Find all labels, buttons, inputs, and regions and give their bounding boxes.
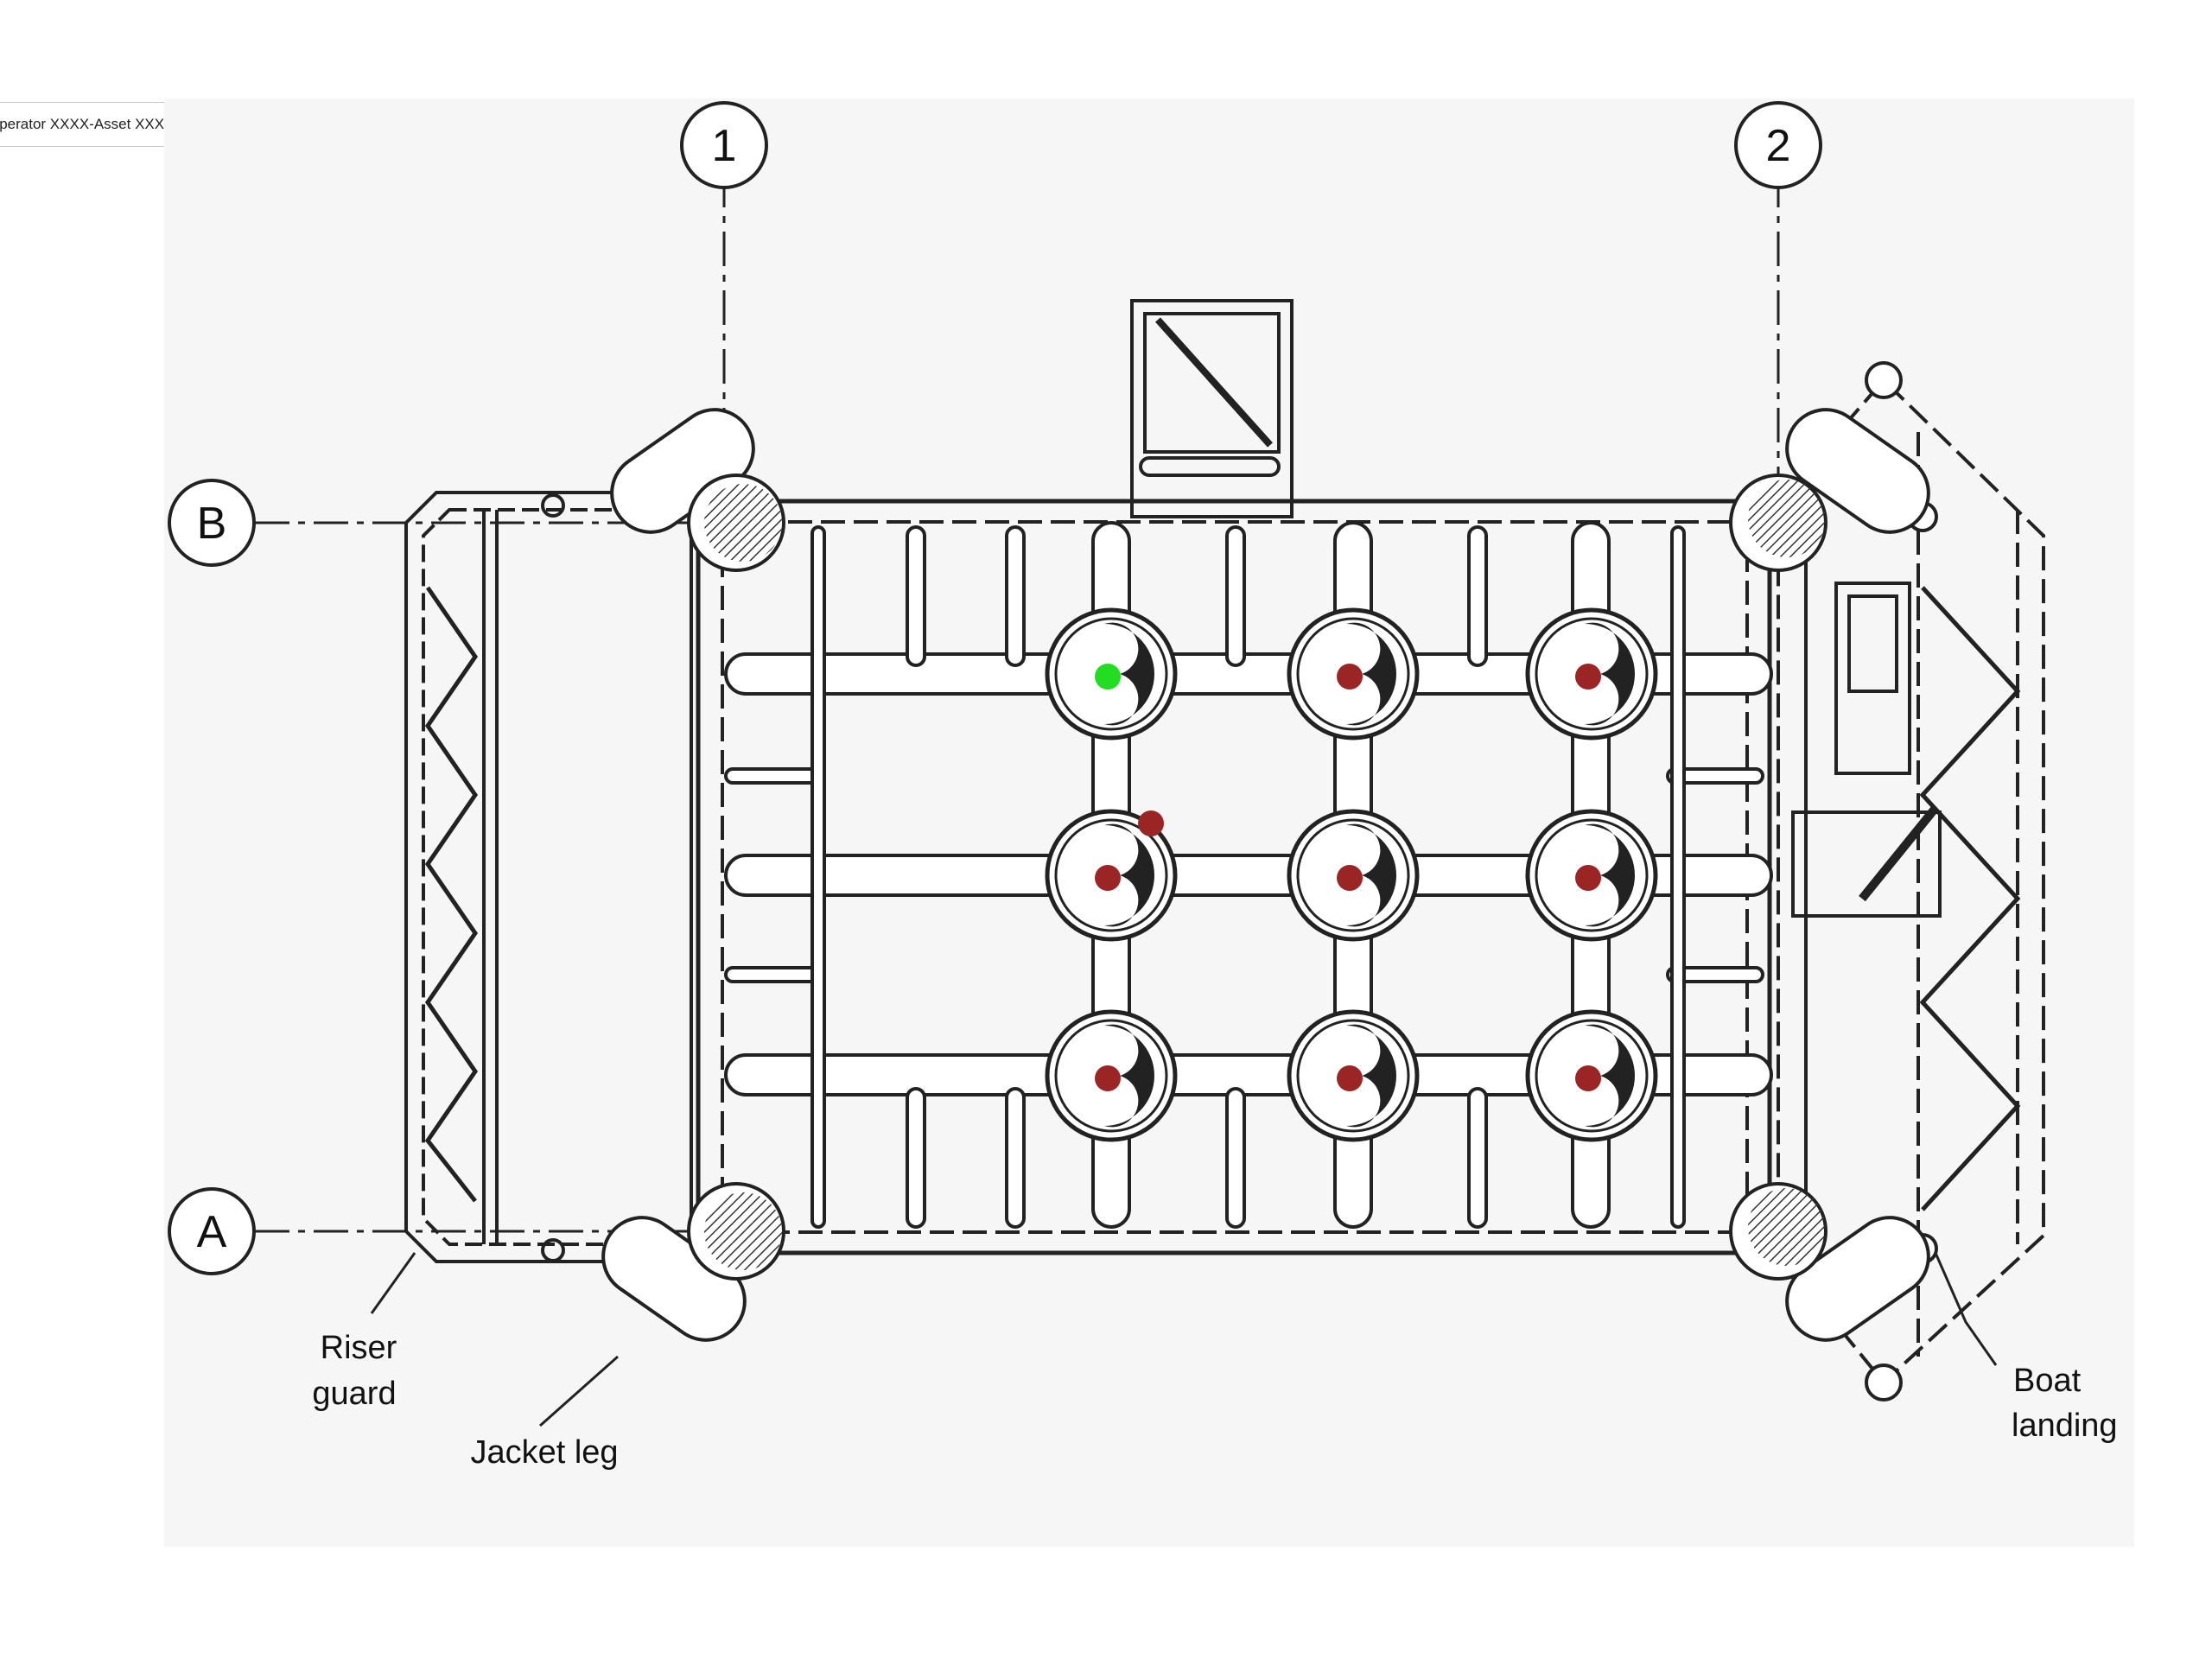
platform-drawing: 1 2 B A	[164, 99, 2134, 1547]
grid-bubble-b: B	[168, 479, 256, 567]
well-marker-default[interactable]	[1575, 865, 1601, 891]
well-marker-default[interactable]	[1337, 664, 1363, 690]
asset-select-value: Operator XXXX-Asset XXXX	[0, 116, 175, 132]
well-marker-default[interactable]	[1337, 865, 1363, 891]
callout-boat-landing: Boat landing	[2012, 1363, 2118, 1444]
grid-label-1: 1	[712, 121, 737, 171]
grid-label-a: A	[197, 1207, 227, 1257]
callout-boat-landing-line1: Boat	[2013, 1363, 2082, 1399]
top-module	[1130, 299, 1294, 518]
deck-beams-horizontal	[724, 652, 1773, 1096]
callout-jacket-leg: Jacket leg	[470, 1434, 618, 1471]
well-marker-default[interactable]	[1138, 810, 1164, 836]
well-conductor	[1525, 1009, 1658, 1142]
well-marker-default[interactable]	[1095, 1065, 1121, 1091]
jacket-leg-b1	[610, 408, 785, 572]
grid-bubble-a: A	[168, 1187, 256, 1275]
callout-riser-guard-line2: guard	[312, 1376, 396, 1412]
well-marker-default[interactable]	[1095, 865, 1121, 891]
well-markers	[1095, 664, 1601, 1091]
callout-riser-guard-line1: Riser	[321, 1330, 397, 1366]
grid-bubble-1: 1	[680, 101, 768, 189]
jacket-leg-a2	[1729, 1182, 1930, 1342]
jacket-leg-a1	[601, 1182, 785, 1342]
callout-riser-guard: Riser guard	[312, 1330, 397, 1412]
riser-guard	[404, 491, 693, 1263]
well-marker-default[interactable]	[1575, 664, 1601, 690]
grid-bubble-2: 2	[1734, 101, 1822, 189]
well-conductor	[1287, 607, 1420, 741]
well-marker-default[interactable]	[1337, 1065, 1363, 1091]
grid-label-b: B	[197, 499, 227, 549]
grid-label-2: 2	[1766, 121, 1791, 171]
well-marker-default[interactable]	[1575, 1065, 1601, 1091]
callout-leaders	[370, 1252, 1998, 1427]
callout-boat-landing-line2: landing	[2012, 1408, 2118, 1444]
jacket-leg-b2	[1729, 408, 1930, 572]
well-marker-selected[interactable]	[1095, 664, 1121, 690]
